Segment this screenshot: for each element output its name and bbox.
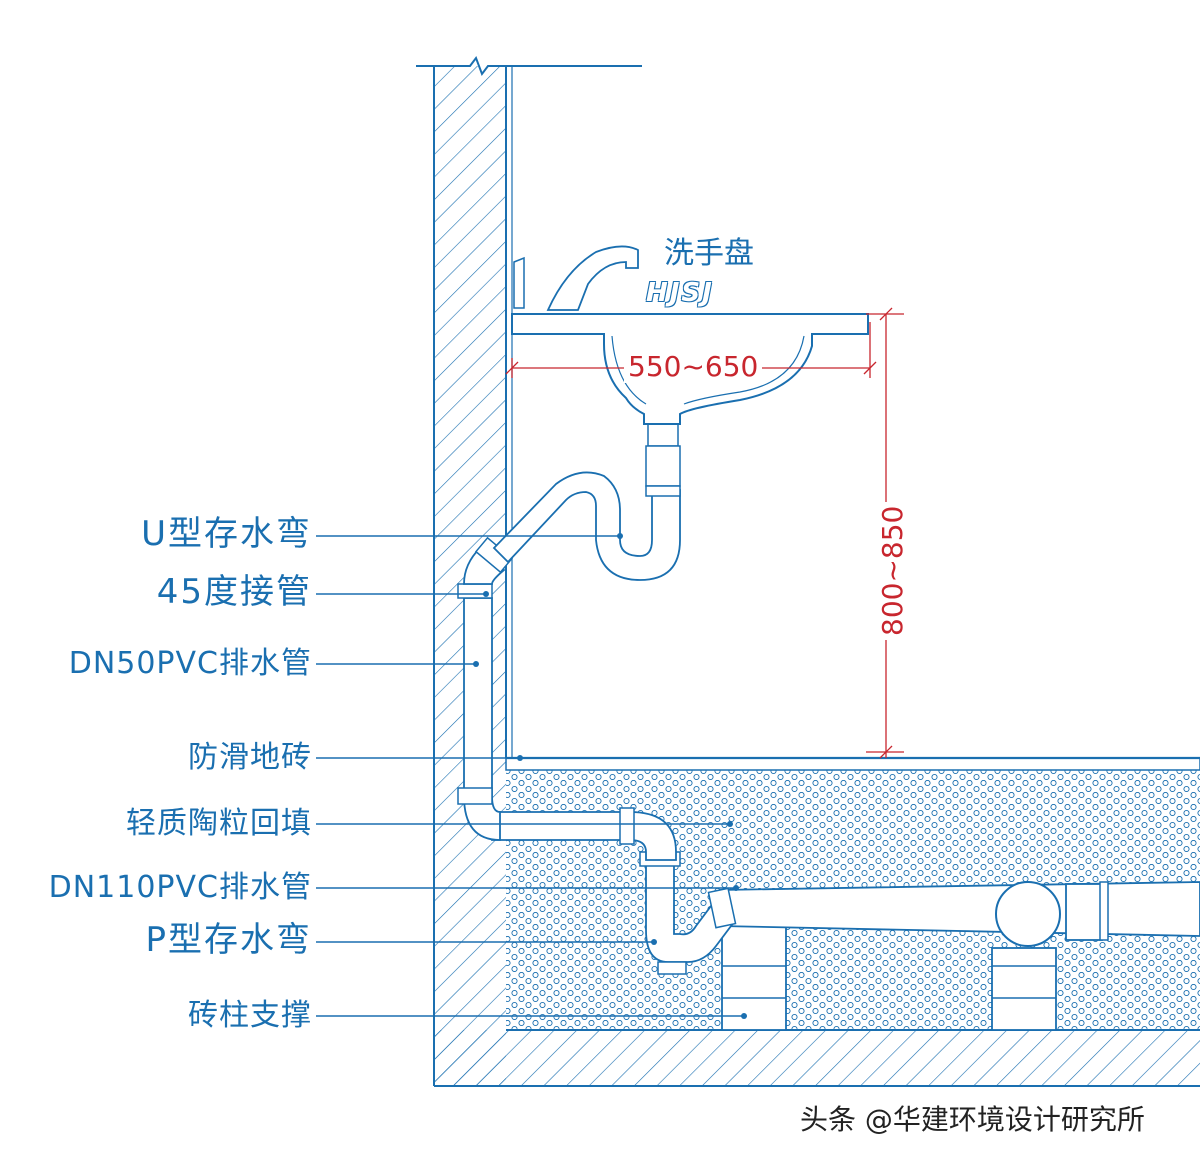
brand-logo: HJSJ	[646, 278, 714, 308]
floor-slab	[434, 1029, 1200, 1087]
dn50-vertical	[457, 536, 514, 841]
leader-lines	[316, 535, 744, 1017]
label-45-elbow: 45度接管	[156, 572, 312, 612]
label-dn50-pipe: DN50PVC排水管	[68, 646, 312, 681]
label-ceramsite-backfill: 轻质陶粒回填	[126, 806, 312, 841]
leader-dots	[473, 533, 747, 1019]
brick-pier-right	[991, 947, 1057, 1031]
u-trap	[492, 471, 681, 581]
dimension-basin-height: 800~850	[876, 501, 909, 640]
dimension-basin-width: 550~650	[624, 350, 763, 383]
label-brick-pier: 砖柱支撑	[188, 998, 312, 1033]
basin-title: 洗手盘	[664, 236, 754, 271]
label-dn110-pipe: DN110PVC排水管	[48, 870, 312, 905]
brick-pier-left	[721, 925, 787, 1031]
basin-tailpiece	[645, 423, 681, 497]
wash-basin	[511, 245, 869, 425]
watermark: 头条 @华建环境设计研究所	[800, 1103, 1145, 1136]
label-u-trap: U型存水弯	[141, 514, 312, 554]
label-p-trap: P型存水弯	[145, 920, 312, 960]
label-anti-slip-tile: 防滑地砖	[188, 740, 312, 775]
